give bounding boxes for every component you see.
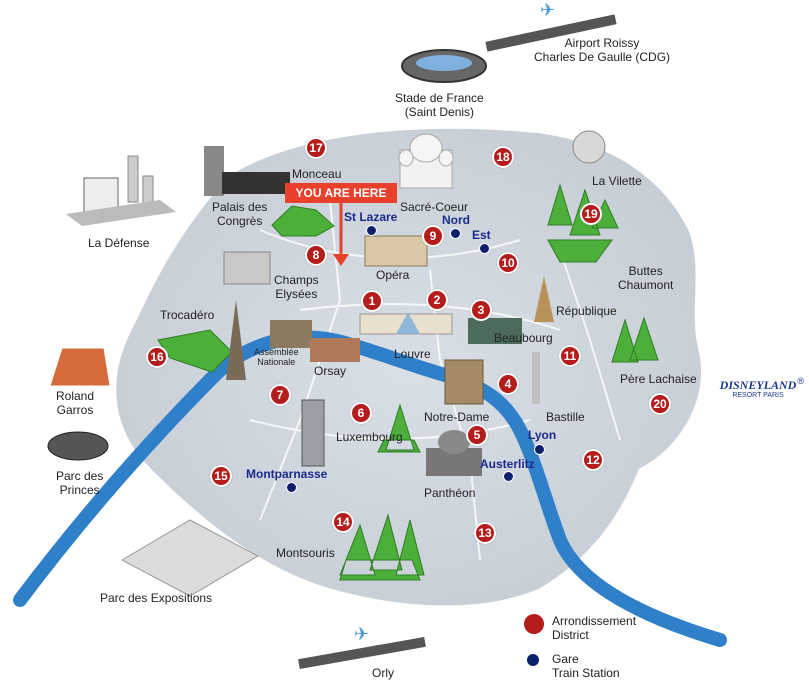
sacre-coeur-icon (398, 133, 454, 189)
arc-triomphe-icon (223, 251, 271, 285)
eiffel-tower-icon (226, 300, 246, 380)
park-luxembourg-icon (377, 403, 421, 453)
label-pantheon: Panthéon (424, 486, 476, 500)
arrondissement-3: 3 (470, 299, 492, 321)
label-buttes-chaumont: Buttes Chaumont (618, 264, 674, 292)
pantheon-icon (426, 430, 482, 476)
label-roland-garros: Roland Garros (56, 389, 95, 417)
legend-station-icon (527, 654, 539, 666)
station-lyon-label: Lyon (528, 428, 557, 442)
disneyland-logo-text: DISNEYLAND (719, 378, 797, 392)
station-austerlitz-dot (503, 471, 514, 482)
assemblee-icon (270, 320, 312, 348)
label-parc-expositions: Parc des Expositions (100, 591, 213, 605)
arrondissement-1: 1 (361, 290, 383, 312)
disneyland-logo-sub: RESORT PARIS (732, 392, 784, 399)
la-defense-icon (66, 155, 176, 226)
station-nord-dot (450, 228, 461, 239)
arrondissement-15: 15 (210, 465, 232, 487)
palais-congres-icon (204, 146, 290, 196)
arrondissement-14: 14 (332, 511, 354, 533)
arrondissement-11: 11 (559, 345, 581, 367)
republique-icon (534, 276, 554, 322)
label-airport-cdg: Airport Roissy Charles De Gaulle (CDG) (534, 36, 671, 64)
bastille-icon (532, 352, 540, 404)
label-notre-dame: Notre-Dame (424, 410, 490, 424)
label-bastille: Bastille (546, 410, 585, 424)
la-vilette-icon (572, 130, 606, 164)
arrondissement-2: 2 (426, 289, 448, 311)
roland-garros-icon (49, 347, 111, 387)
station-st-lazare-label: St Lazare (344, 210, 398, 224)
arrondissement-6: 6 (350, 402, 372, 424)
arrondissement-17: 17 (305, 137, 327, 159)
arrondissement-7: 7 (269, 384, 291, 406)
station-lyon-dot (534, 444, 545, 455)
orsay-icon (310, 338, 360, 362)
station-nord-label: Nord (442, 213, 470, 227)
label-parc-des-princes: Parc des Princes (56, 469, 104, 497)
label-orly: Orly (372, 666, 394, 680)
park-trocadero-icon (157, 329, 233, 373)
arrondissement-13: 13 (474, 522, 496, 544)
cdg-runway (485, 14, 617, 52)
label-trocadero: Trocadéro (160, 308, 215, 322)
arrondissement-5: 5 (466, 424, 488, 446)
label-orsay: Orsay (314, 364, 347, 378)
parc-princes-icon (47, 431, 109, 461)
station-est-label: Est (472, 228, 491, 242)
seine-river (13, 330, 727, 647)
arrondissement-18: 18 (492, 146, 514, 168)
cdg-plane-icon: ✈ (540, 0, 555, 20)
label-republique: République (556, 304, 617, 318)
label-louvre: Louvre (394, 347, 431, 361)
legend-arrondissement-icon (524, 614, 544, 634)
montparnasse-tower-icon (301, 399, 325, 467)
arrondissement-10: 10 (497, 252, 519, 274)
label-la-vilette: La Vilette (592, 174, 642, 188)
park-monceau-icon (271, 205, 335, 237)
notre-dame-icon (444, 359, 484, 405)
label-la-defense: La Défense (88, 236, 150, 250)
label-opera: Opéra (376, 268, 410, 282)
arrondissement-4: 4 (497, 373, 519, 395)
station-montparnasse-dot (286, 482, 297, 493)
orly-runway (298, 636, 426, 670)
arrondissement-12: 12 (582, 449, 604, 471)
label-pere-lachaise: Père Lachaise (620, 372, 697, 386)
arrondissement-9: 9 (422, 225, 444, 247)
label-montsouris: Montsouris (276, 546, 335, 560)
arrondissement-20: 20 (649, 393, 671, 415)
label-beaubourg: Beaubourg (494, 331, 553, 345)
arrondissement-19: 19 (580, 203, 602, 225)
label-champs-elysees: Champs Elysées (274, 273, 319, 301)
disneyland-logo: DISNEYLAND RESORT PARIS ® (712, 370, 804, 420)
legend-arrondissement-label: Arrondissement District (552, 614, 637, 642)
arrondissement-16: 16 (146, 346, 168, 368)
legend-station-label: Gare Train Station (552, 652, 620, 680)
orly-plane-icon: ✈ (354, 624, 369, 644)
station-st-lazare-dot (366, 225, 377, 236)
beaubourg-icon (468, 318, 522, 344)
station-est-dot (479, 243, 490, 254)
station-austerlitz-label: Austerlitz (480, 457, 535, 471)
label-luxembourg: Luxembourg (336, 430, 403, 444)
opera-icon (364, 235, 428, 267)
label-sacre-coeur: Sacré-Coeur (400, 200, 469, 214)
label-assemblee-nationale: Assemblée Nationale (254, 347, 299, 367)
label-stade-de-france: Stade de France (Saint Denis) (395, 91, 484, 119)
park-pere-lachaise-icon (611, 316, 659, 363)
disneyland-logo-mark: ® (797, 376, 804, 386)
station-montparnasse-label: Montparnasse (246, 467, 328, 481)
you-are-here-banner: YOU ARE HERE (285, 183, 397, 203)
label-monceau: Monceau (292, 167, 342, 181)
label-palais-congres: Palais des Congrès (212, 200, 268, 228)
parc-expos-icon (120, 519, 260, 597)
arrondissement-8: 8 (305, 244, 327, 266)
park-montsouris-icon (339, 513, 425, 581)
